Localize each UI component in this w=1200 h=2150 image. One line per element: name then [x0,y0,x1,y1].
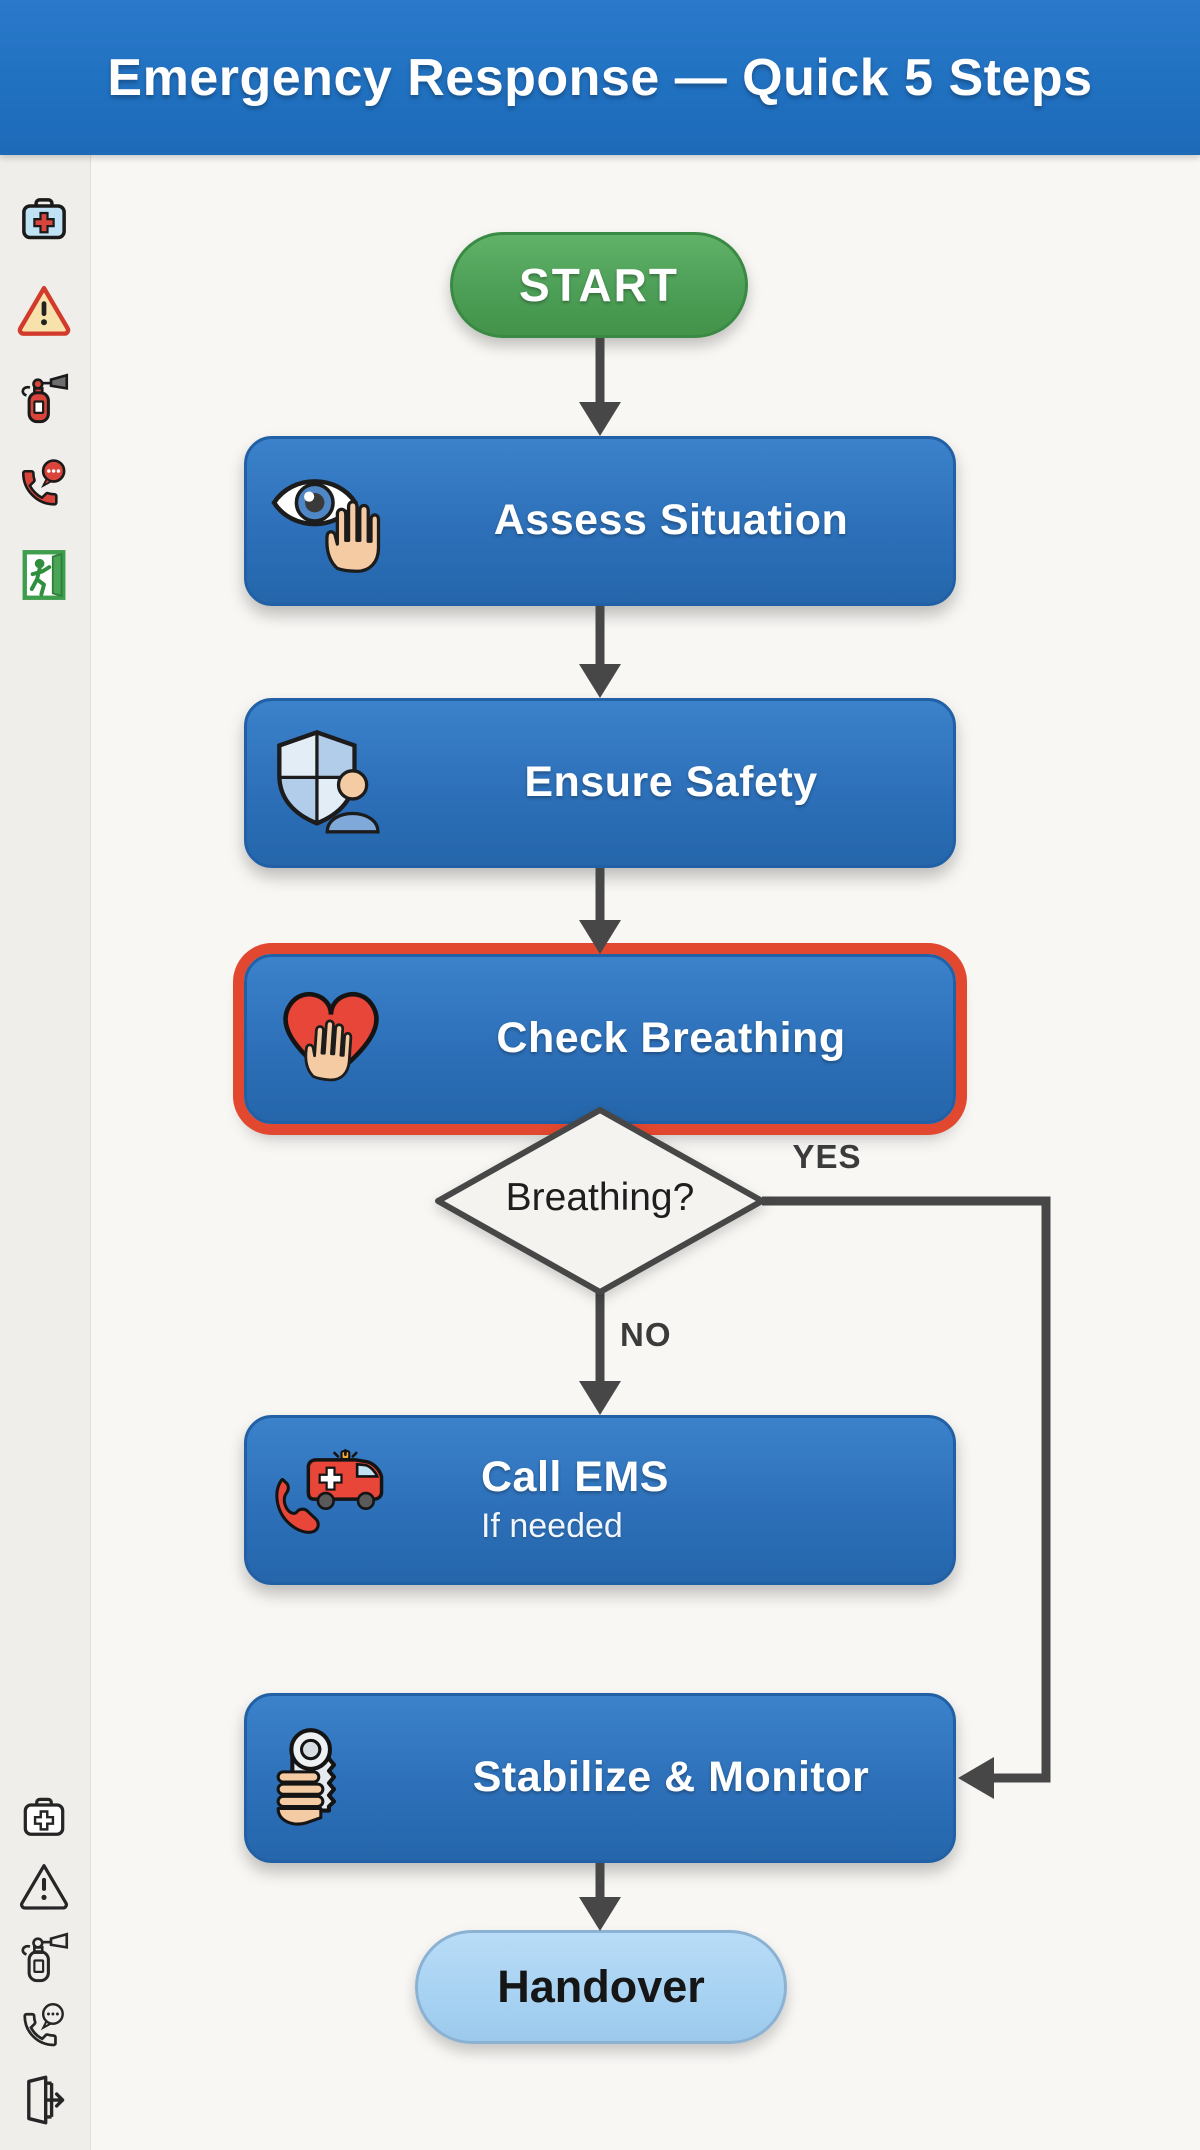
shield-person-icon [247,722,415,844]
app-header: Emergency Response — Quick 5 Steps [0,0,1200,155]
step-label: Stabilize & Monitor [472,1753,870,1802]
warning-triangle-outline-icon[interactable] [16,1860,72,1912]
emergency-call-icon[interactable] [16,457,72,513]
end-node-handover[interactable]: Handover [415,1930,787,2044]
step-label: Assess Situation [493,496,849,545]
page-title: Emergency Response — Quick 5 Steps [107,48,1093,107]
emergency-call-outline-icon[interactable] [16,2001,72,2053]
step-label: Check Breathing [496,1014,846,1063]
exit-door-outline-icon[interactable] [16,2073,72,2127]
sidebar [0,155,91,2150]
end-label: Handover [497,1961,705,2012]
yes-branch-label: YES [792,1138,862,1175]
phone-ambulance-icon [247,1439,415,1561]
emergency-exit-icon[interactable] [16,545,72,605]
decision-label: Breathing? [505,1176,695,1219]
bandage-roll-hand-icon [247,1717,415,1839]
heart-hand-icon [247,978,415,1100]
no-branch-label: NO [620,1316,672,1353]
first-aid-kit-outline-icon[interactable] [16,1792,72,1844]
warning-triangle-icon[interactable] [16,282,72,338]
step-label: Ensure Safety [524,758,818,807]
step-sublabel: If needed [481,1507,623,1546]
first-aid-kit-icon[interactable] [16,192,72,248]
step-call-ems[interactable]: Call EMS If needed [244,1415,956,1585]
step-stabilize-monitor[interactable]: Stabilize & Monitor [244,1693,956,1863]
step-check-breathing[interactable]: Check Breathing [244,954,956,1124]
fire-extinguisher-icon[interactable] [16,366,72,430]
eye-hand-icon [247,460,415,582]
step-label: Call EMS [481,1452,669,1501]
start-label: START [519,259,679,311]
step-assess-situation[interactable]: Assess Situation [244,436,956,606]
start-node[interactable]: START [450,232,748,338]
fire-extinguisher-outline-icon[interactable] [16,1928,72,1986]
step-ensure-safety[interactable]: Ensure Safety [244,698,956,868]
